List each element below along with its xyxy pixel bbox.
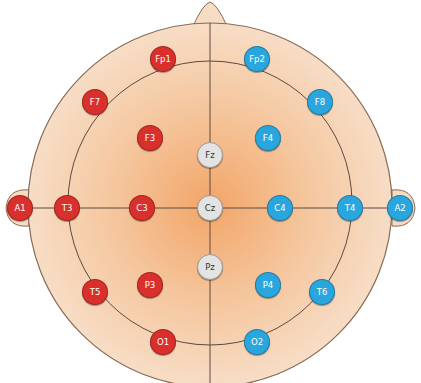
electrode-label: Cz bbox=[205, 204, 215, 213]
electrode-circle: P4 bbox=[255, 272, 281, 298]
electrode-label: Fp1 bbox=[155, 55, 171, 64]
electrode-label: Pz bbox=[205, 263, 215, 272]
electrode-circle: F3 bbox=[137, 125, 163, 151]
electrode-label: C4 bbox=[274, 204, 285, 213]
head-outline bbox=[28, 23, 392, 383]
electrode-circle: C3 bbox=[129, 195, 155, 221]
electrode-circle: T6 bbox=[309, 279, 335, 305]
electrode-label: T4 bbox=[345, 204, 356, 213]
electrode-label: A2 bbox=[394, 204, 405, 213]
electrode-circle: F8 bbox=[307, 89, 333, 115]
electrode-label: O1 bbox=[157, 338, 169, 347]
electrode-circle: O1 bbox=[150, 329, 176, 355]
electrode-label: T6 bbox=[317, 288, 328, 297]
electrode-circle: Fp2 bbox=[244, 46, 270, 72]
electrode-circle: P3 bbox=[137, 272, 163, 298]
electrode-circle: T4 bbox=[337, 195, 363, 221]
electrode-circle: T5 bbox=[82, 279, 108, 305]
electrode-label: Fp2 bbox=[249, 55, 265, 64]
electrode-label: F8 bbox=[315, 98, 325, 107]
electrode-label: T5 bbox=[90, 288, 101, 297]
electrode-label: F7 bbox=[90, 98, 100, 107]
electrode-label: P3 bbox=[145, 281, 156, 290]
electrode-circle: Cz bbox=[197, 195, 223, 221]
electrode-circle: T3 bbox=[54, 195, 80, 221]
electrode-circle: Pz bbox=[197, 254, 223, 280]
electrode-circle: F4 bbox=[255, 125, 281, 151]
electrode-label: F3 bbox=[145, 134, 155, 143]
electrode-circle: O2 bbox=[244, 329, 270, 355]
electrode-circle: A2 bbox=[387, 195, 413, 221]
nose bbox=[193, 2, 227, 26]
electrode-label: Fz bbox=[205, 151, 214, 160]
electrode-label: T3 bbox=[62, 204, 73, 213]
electrode-label: P4 bbox=[263, 281, 274, 290]
electrode-label: C3 bbox=[136, 204, 147, 213]
electrode-label: O2 bbox=[251, 338, 263, 347]
electrode-circle: C4 bbox=[267, 195, 293, 221]
electrode-circle: F7 bbox=[82, 89, 108, 115]
electrode-circle: Fp1 bbox=[150, 46, 176, 72]
electrode-circle: Fz bbox=[197, 142, 223, 168]
electrode-label: F4 bbox=[263, 134, 273, 143]
electrode-circle: A1 bbox=[7, 195, 33, 221]
electrode-label: A1 bbox=[14, 204, 25, 213]
